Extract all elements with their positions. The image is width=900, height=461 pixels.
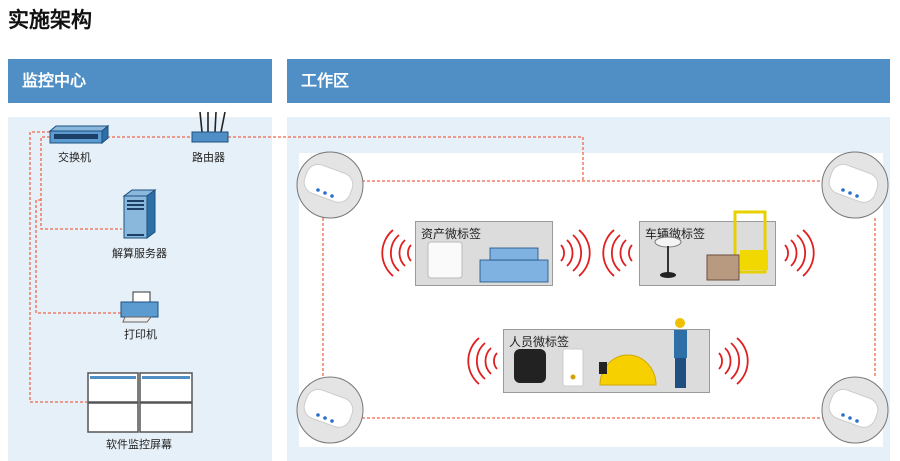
page-title: 实施架构 [8, 8, 92, 32]
asset-tag-images [427, 241, 549, 283]
vehicle-tag-images [654, 210, 768, 281]
router-label: 路由器 [192, 151, 225, 164]
asset-tag-label: 资产微标签 [421, 227, 482, 241]
work-area-floor [299, 153, 883, 447]
monitor-label: 软件监控屏幕 [106, 438, 172, 451]
network-links [29, 131, 876, 419]
person-tag-images [514, 318, 687, 388]
monitor-wall-icon [87, 372, 193, 433]
vehicle-tag-label: 车辆微标签 [645, 227, 706, 241]
server-label: 解算服务器 [112, 247, 167, 260]
switch-label: 交换机 [58, 151, 91, 164]
printer-label: 打印机 [124, 328, 157, 341]
switch-icon [48, 124, 110, 145]
router-icon [191, 111, 229, 143]
monitor-center-header: 监控中心 [8, 59, 272, 103]
server-icon [122, 189, 157, 239]
person-tag-label: 人员微标签 [509, 335, 570, 349]
anchor-icons [296, 151, 889, 444]
work-area-header: 工作区 [287, 59, 890, 103]
signal-wave-icons [381, 229, 815, 385]
printer-icon [120, 291, 159, 323]
